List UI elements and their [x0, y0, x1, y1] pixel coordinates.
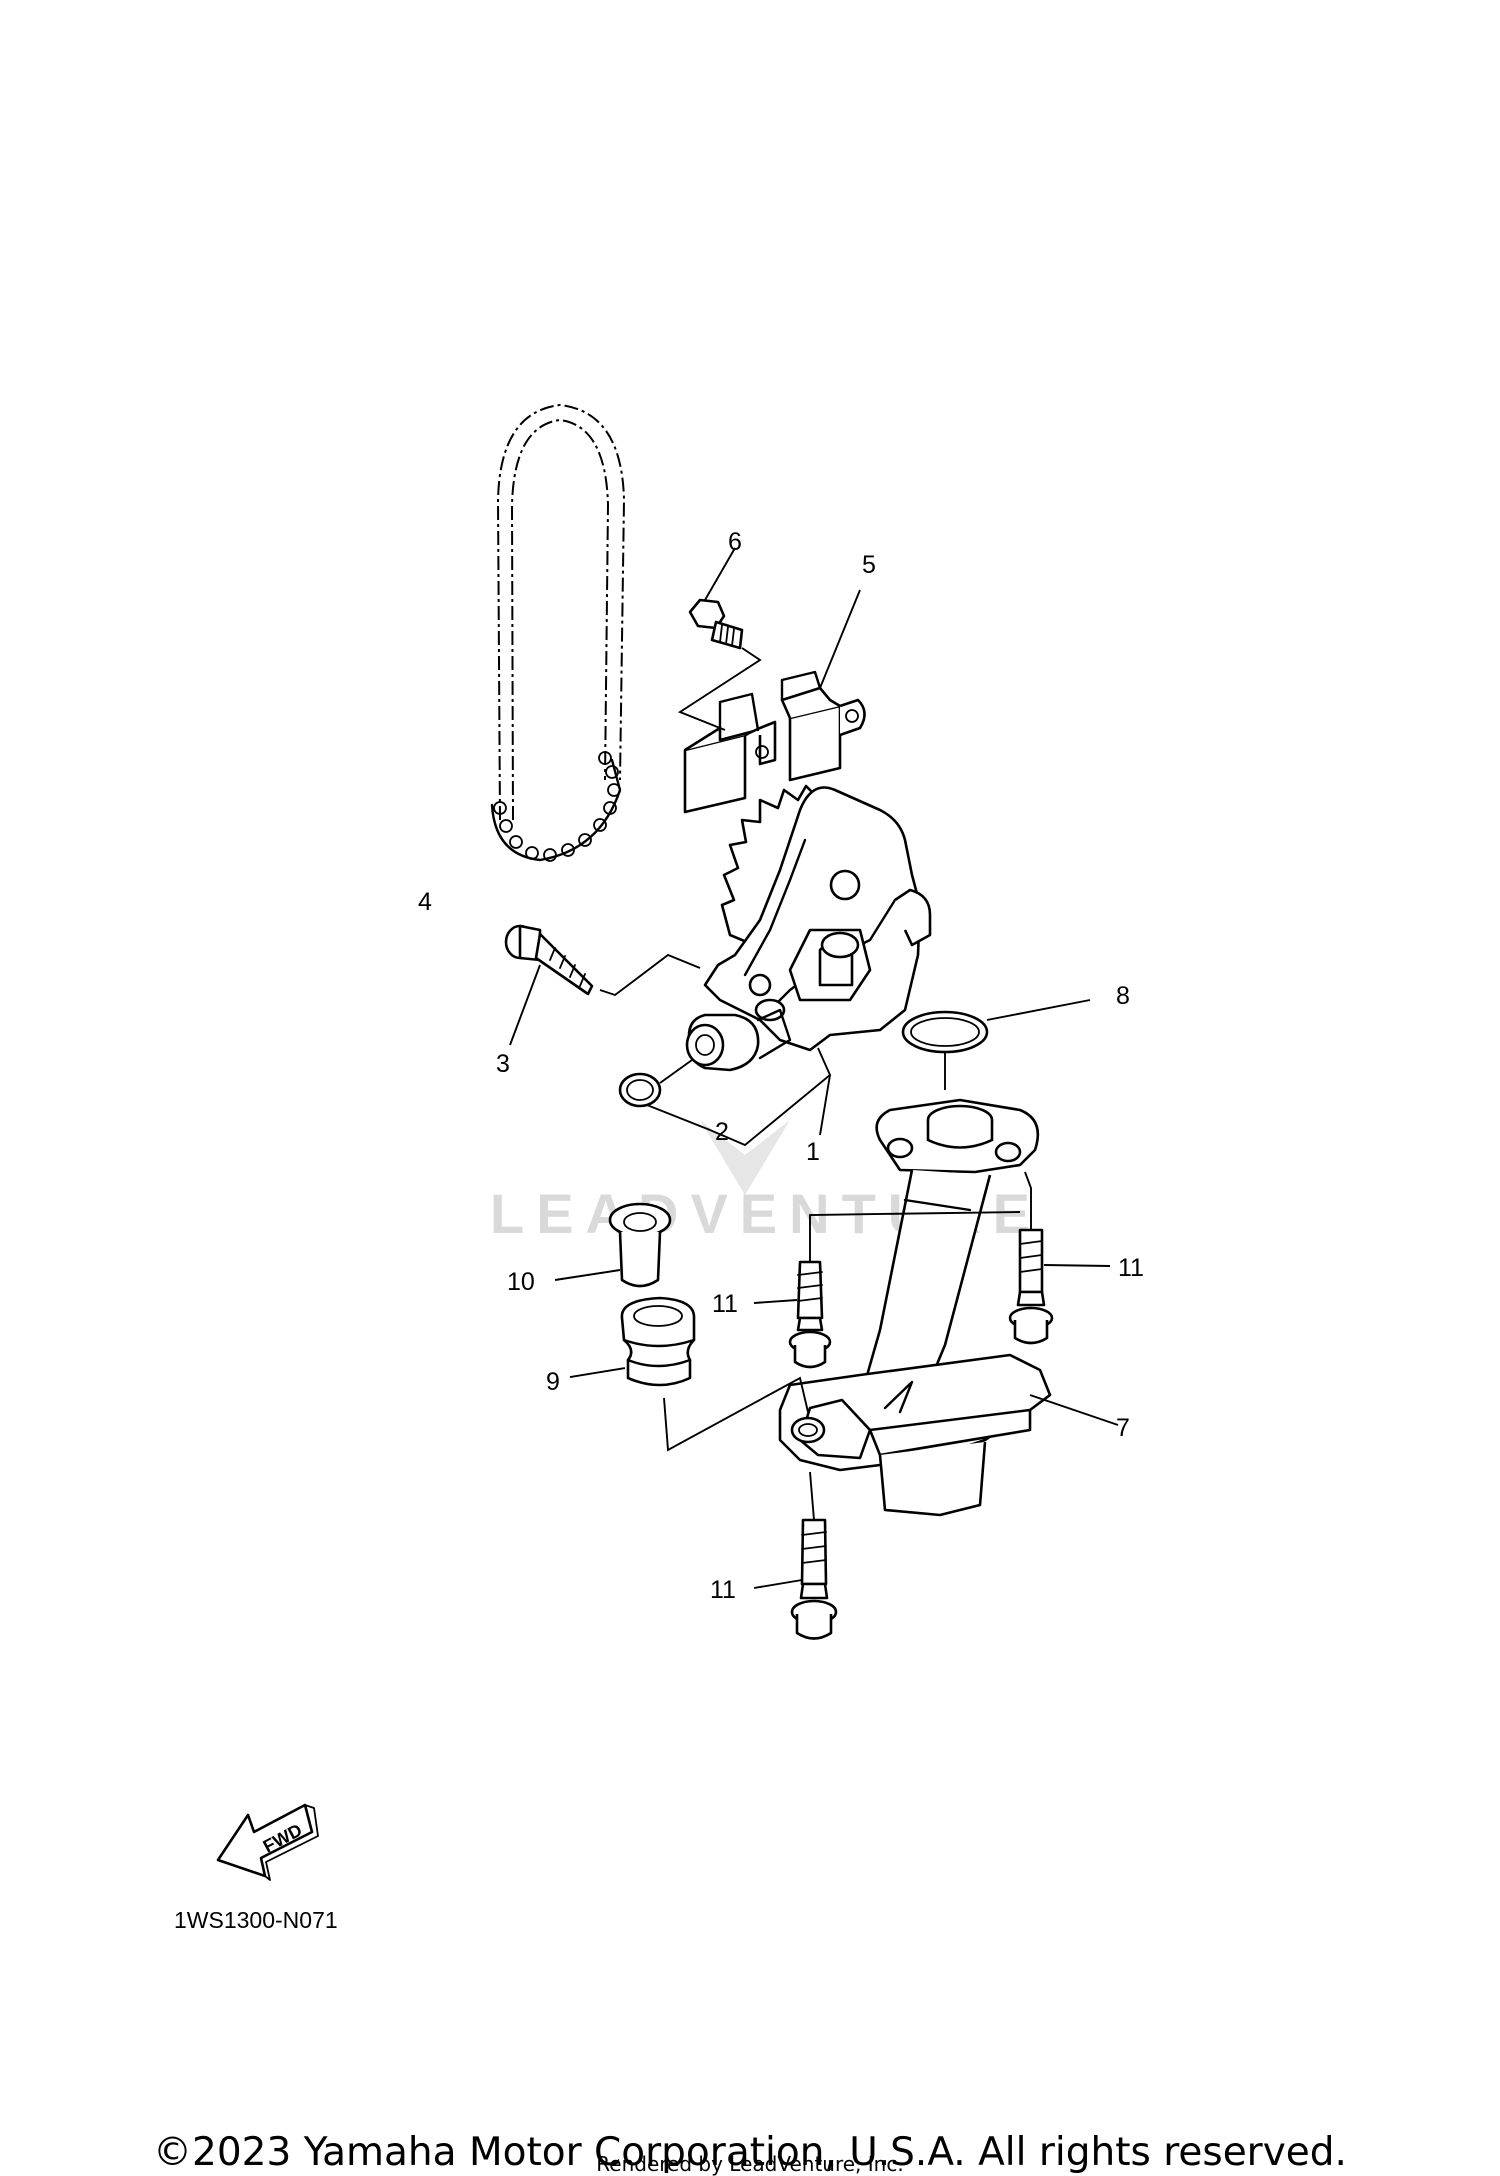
callout-11-left: 11	[712, 1290, 738, 1318]
part-10-collar	[554, 1202, 672, 1288]
part-4-chain	[490, 403, 626, 862]
part-11-bolt-upper-left	[753, 1211, 1021, 1369]
part-11-bolt-upper-right	[1008, 1171, 1111, 1345]
part-7-oil-strainer	[778, 1098, 1119, 1517]
callout-11-right: 11	[1118, 1254, 1144, 1282]
callout-9: 9	[546, 1368, 560, 1396]
part-6-bolt	[677, 547, 762, 731]
copyright-notice: ©2023 Yamaha Motor Corporation, U.S.A. A…	[153, 2130, 1347, 2175]
callout-3: 3	[496, 1050, 510, 1078]
diagram-code: 1WS1300-N071	[174, 1907, 338, 1933]
callout-1: 1	[806, 1138, 820, 1166]
callout-2: 2	[715, 1118, 729, 1146]
fwd-arrow-icon: FWD	[216, 1803, 319, 1881]
callout-10: 10	[507, 1268, 535, 1296]
part-8-o-ring	[901, 999, 1091, 1090]
callout-labels: 1 2 3 4 5 6 7 8 9 10 11 11 11	[418, 528, 1144, 1604]
callout-8: 8	[1116, 982, 1130, 1010]
part-3-bolt	[504, 924, 701, 1046]
callout-7: 7	[1116, 1414, 1130, 1442]
callout-4: 4	[418, 888, 432, 916]
part-2-circlip	[618, 1059, 711, 1131]
part-5-chain-guide	[683, 589, 866, 814]
part-11-bolt-lower	[753, 1471, 838, 1640]
part-1-oil-pump	[685, 784, 932, 1147]
callout-6: 6	[728, 528, 742, 556]
part-9-grommet	[569, 1296, 809, 1452]
callout-11-lower: 11	[710, 1576, 736, 1604]
callout-5: 5	[862, 551, 876, 579]
rendered-by: Rendered by LeadVenture, Inc.	[596, 2152, 904, 2176]
